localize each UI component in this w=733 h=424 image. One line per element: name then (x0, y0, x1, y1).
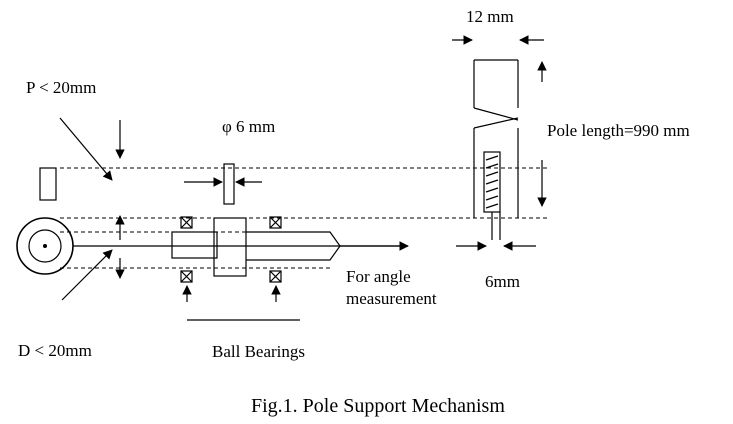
spring (485, 155, 499, 209)
label-phi6: φ 6 mm (222, 117, 275, 136)
bearing-bottom-right (269, 270, 282, 283)
bearing-top-right (269, 216, 282, 229)
label-angle-1: For angle (346, 267, 411, 286)
wheel (16, 217, 74, 275)
label-p-limit: P < 20mm (26, 78, 96, 97)
figure-caption: Fig.1. Pole Support Mechanism (251, 395, 505, 417)
pole-detail (473, 59, 519, 240)
phi6-component (184, 163, 262, 205)
bearing-top-left (180, 216, 193, 229)
label-pole-length: Pole length=990 mm (547, 121, 690, 140)
label-12mm: 12 mm (466, 7, 514, 26)
label-6mm: 6mm (485, 272, 520, 291)
reference-lines (60, 167, 548, 269)
ball-bearings (180, 216, 300, 321)
left-pole-block (39, 167, 57, 201)
label-angle-2: measurement (346, 289, 437, 308)
label-ball-bearings: Ball Bearings (212, 342, 305, 361)
d-dimension (61, 215, 125, 301)
p-dimension (59, 117, 125, 181)
bearing-bottom-left (180, 270, 193, 283)
label-d-limit: D < 20mm (18, 341, 92, 360)
